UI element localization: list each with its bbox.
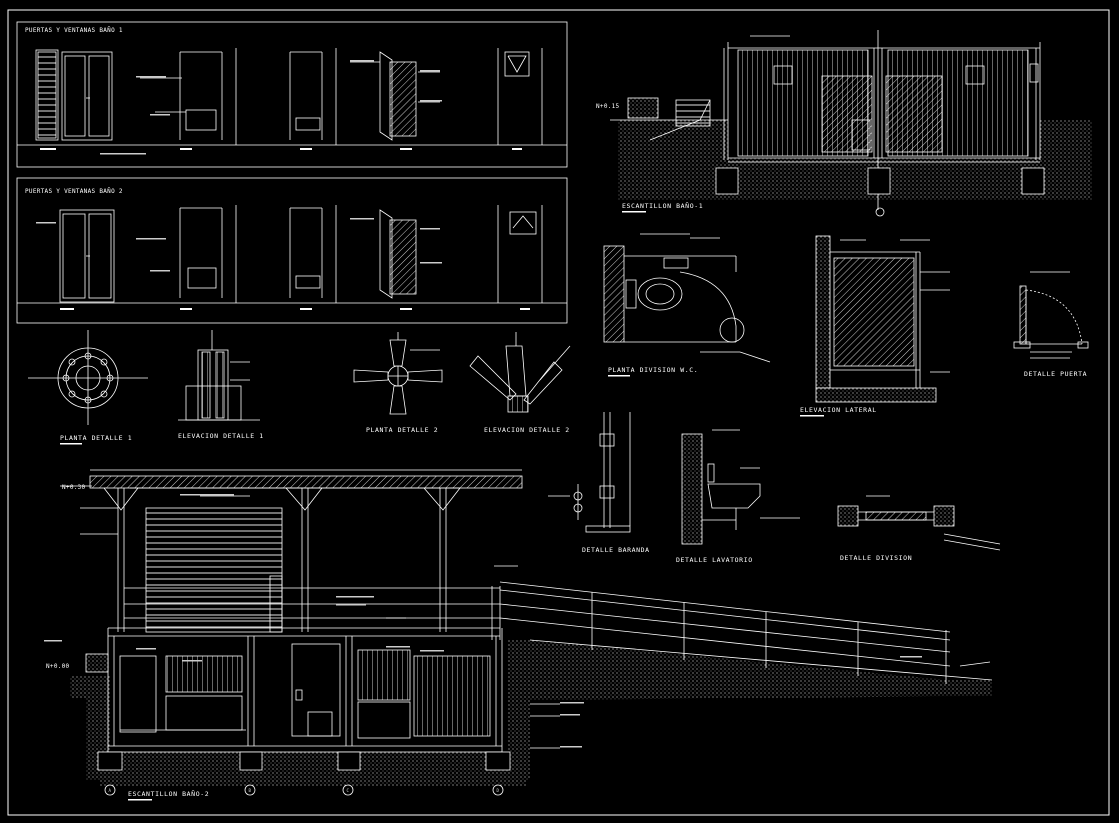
elevacion-lateral bbox=[815, 235, 950, 403]
planta-division-wc bbox=[603, 233, 771, 363]
section-bano-2-title: ESCANTILLON BAÑO-2 bbox=[128, 789, 209, 798]
axis-label-d: D bbox=[497, 788, 500, 793]
section-bano-1-title: ESCANTILLON BAÑO-1 bbox=[622, 201, 703, 210]
elevacion-detalle-1-title: ELEVACION DETALLE 1 bbox=[178, 432, 264, 440]
axis-label-a: A bbox=[109, 788, 112, 793]
detalle-lavatorio-title: DETALLE LAVATORIO bbox=[676, 556, 753, 564]
elevacion-detalle-1 bbox=[178, 330, 260, 421]
doors-windows-1-title: PUERTAS Y VENTANAS BAÑO 1 bbox=[25, 27, 123, 34]
section-bano-1 bbox=[610, 30, 1092, 217]
section-1-level: N+0.15 bbox=[596, 103, 620, 110]
detalle-baranda bbox=[548, 412, 631, 533]
detalle-lavatorio bbox=[681, 429, 800, 545]
detalle-puerta bbox=[1013, 271, 1089, 359]
detalle-puerta-title: DETALLE PUERTA bbox=[1024, 370, 1087, 378]
planta-detalle-2-title: PLANTA DETALLE 2 bbox=[366, 426, 438, 434]
planta-detalle-2 bbox=[353, 332, 443, 415]
section-2-roof-level: N+0.30 bbox=[62, 484, 86, 491]
planta-detalle-1-title: PLANTA DETALLE 1 bbox=[60, 434, 132, 442]
elevacion-lateral-title: ELEVACION LATERAL bbox=[800, 406, 877, 414]
section-bano-2 bbox=[60, 469, 993, 796]
doors-windows-panel-2: PUERTAS Y VENTANAS BAÑO 2 bbox=[16, 177, 568, 324]
doors-windows-2-notes bbox=[36, 218, 530, 310]
doors-windows-2-title: PUERTAS Y VENTANAS BAÑO 2 bbox=[25, 188, 123, 195]
planta-division-wc-title: PLANTA DIVISION W.C. bbox=[608, 366, 698, 374]
doors-windows-1-notes bbox=[40, 60, 522, 155]
elevacion-detalle-2-title: ELEVACION DETALLE 2 bbox=[484, 426, 570, 434]
detalle-baranda-title: DETALLE BARANDA bbox=[582, 546, 650, 554]
elevacion-detalle-2 bbox=[469, 332, 571, 413]
section-2-notes bbox=[44, 494, 922, 748]
detalle-division-title: DETALLE DIVISION bbox=[840, 554, 912, 562]
section-2-level: N+0.00 bbox=[46, 663, 70, 670]
axis-label-b: B bbox=[249, 788, 252, 793]
sheet-border bbox=[7, 9, 1110, 816]
detalle-division bbox=[837, 495, 1001, 551]
planta-detalle-1 bbox=[28, 330, 148, 425]
doors-windows-panel-1: PUERTAS Y VENTANAS BAÑO 1 bbox=[16, 21, 568, 168]
axis-label-c: C bbox=[347, 788, 350, 793]
